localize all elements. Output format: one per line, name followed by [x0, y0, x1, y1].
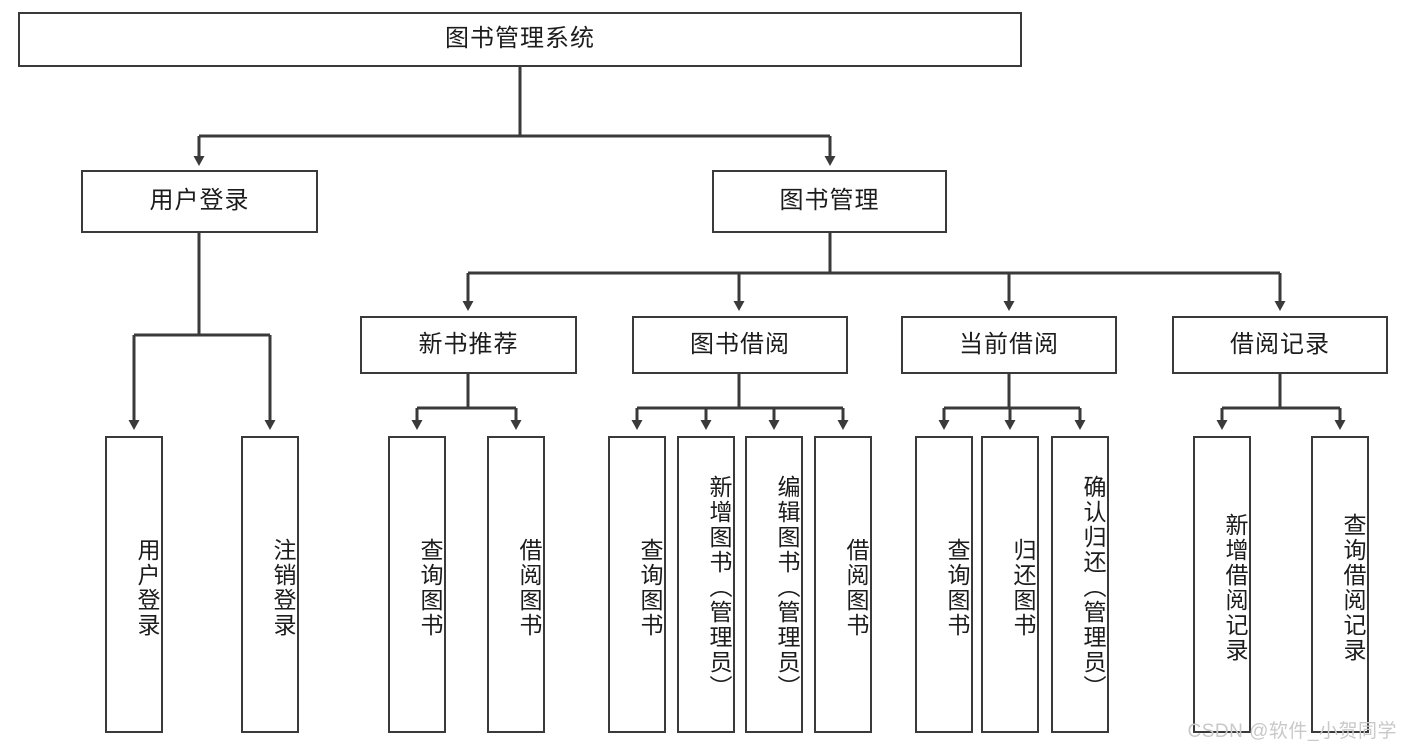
leaf-borrow-add-book-label: 新增图书（管理员） — [706, 475, 732, 700]
node-book-borrow[interactable]: 图书借阅 — [632, 316, 848, 374]
leaf-current-return-label: 归还图书 — [1010, 537, 1036, 638]
leaf-newbook-query[interactable]: 查询图书 — [388, 436, 446, 733]
leaf-newbook-borrow[interactable]: 借阅图书 — [487, 436, 545, 733]
leaf-borrow-query-label: 查询图书 — [637, 537, 663, 638]
leaf-current-confirm-return-label: 确认归还（管理员） — [1080, 475, 1106, 700]
leaf-borrow-borrow-book[interactable]: 借阅图书 — [814, 436, 872, 733]
node-current-borrow-label: 当前借阅 — [959, 330, 1059, 358]
leaf-borrow-edit-book-label: 编辑图书（管理员） — [774, 475, 800, 700]
leaf-current-confirm-return[interactable]: 确认归还（管理员） — [1051, 436, 1109, 733]
leaf-borrow-borrow-book-label: 借阅图书 — [843, 537, 869, 638]
leaf-record-add[interactable]: 新增借阅记录 — [1193, 436, 1251, 733]
leaf-user-logout-label: 注销登录 — [270, 537, 296, 638]
leaf-borrow-query[interactable]: 查询图书 — [608, 436, 666, 733]
node-borrow-record-label: 借阅记录 — [1230, 330, 1330, 358]
node-new-book-recommend[interactable]: 新书推荐 — [360, 316, 577, 374]
leaf-user-login[interactable]: 用户登录 — [105, 436, 163, 733]
leaf-current-query-label: 查询图书 — [944, 537, 970, 638]
leaf-borrow-edit-book[interactable]: 编辑图书（管理员） — [745, 436, 803, 733]
watermark: CSDN @软件_小贺同学 — [1187, 721, 1397, 742]
leaf-user-login-label: 用户登录 — [134, 537, 160, 638]
node-new-book-recommend-label: 新书推荐 — [418, 330, 519, 358]
leaf-user-logout[interactable]: 注销登录 — [241, 436, 299, 733]
leaf-record-query[interactable]: 查询借阅记录 — [1311, 436, 1369, 733]
leaf-record-query-label: 查询借阅记录 — [1340, 512, 1366, 663]
leaf-record-add-label: 新增借阅记录 — [1222, 512, 1248, 663]
leaf-current-query[interactable]: 查询图书 — [915, 436, 973, 733]
leaf-current-return[interactable]: 归还图书 — [981, 436, 1039, 733]
leaf-borrow-add-book[interactable]: 新增图书（管理员） — [677, 436, 735, 733]
node-user-login-label: 用户登录 — [149, 187, 250, 215]
node-book-management-label: 图书管理 — [779, 187, 880, 215]
node-user-login[interactable]: 用户登录 — [81, 170, 318, 233]
node-book-management[interactable]: 图书管理 — [712, 170, 947, 233]
node-current-borrow[interactable]: 当前借阅 — [901, 316, 1117, 374]
leaf-newbook-query-label: 查询图书 — [417, 537, 443, 638]
node-borrow-record[interactable]: 借阅记录 — [1172, 316, 1388, 374]
leaf-newbook-borrow-label: 借阅图书 — [516, 537, 542, 638]
node-root[interactable]: 图书管理系统 — [18, 12, 1022, 67]
node-book-borrow-label: 图书借阅 — [690, 330, 790, 358]
node-root-label: 图书管理系统 — [445, 25, 595, 53]
